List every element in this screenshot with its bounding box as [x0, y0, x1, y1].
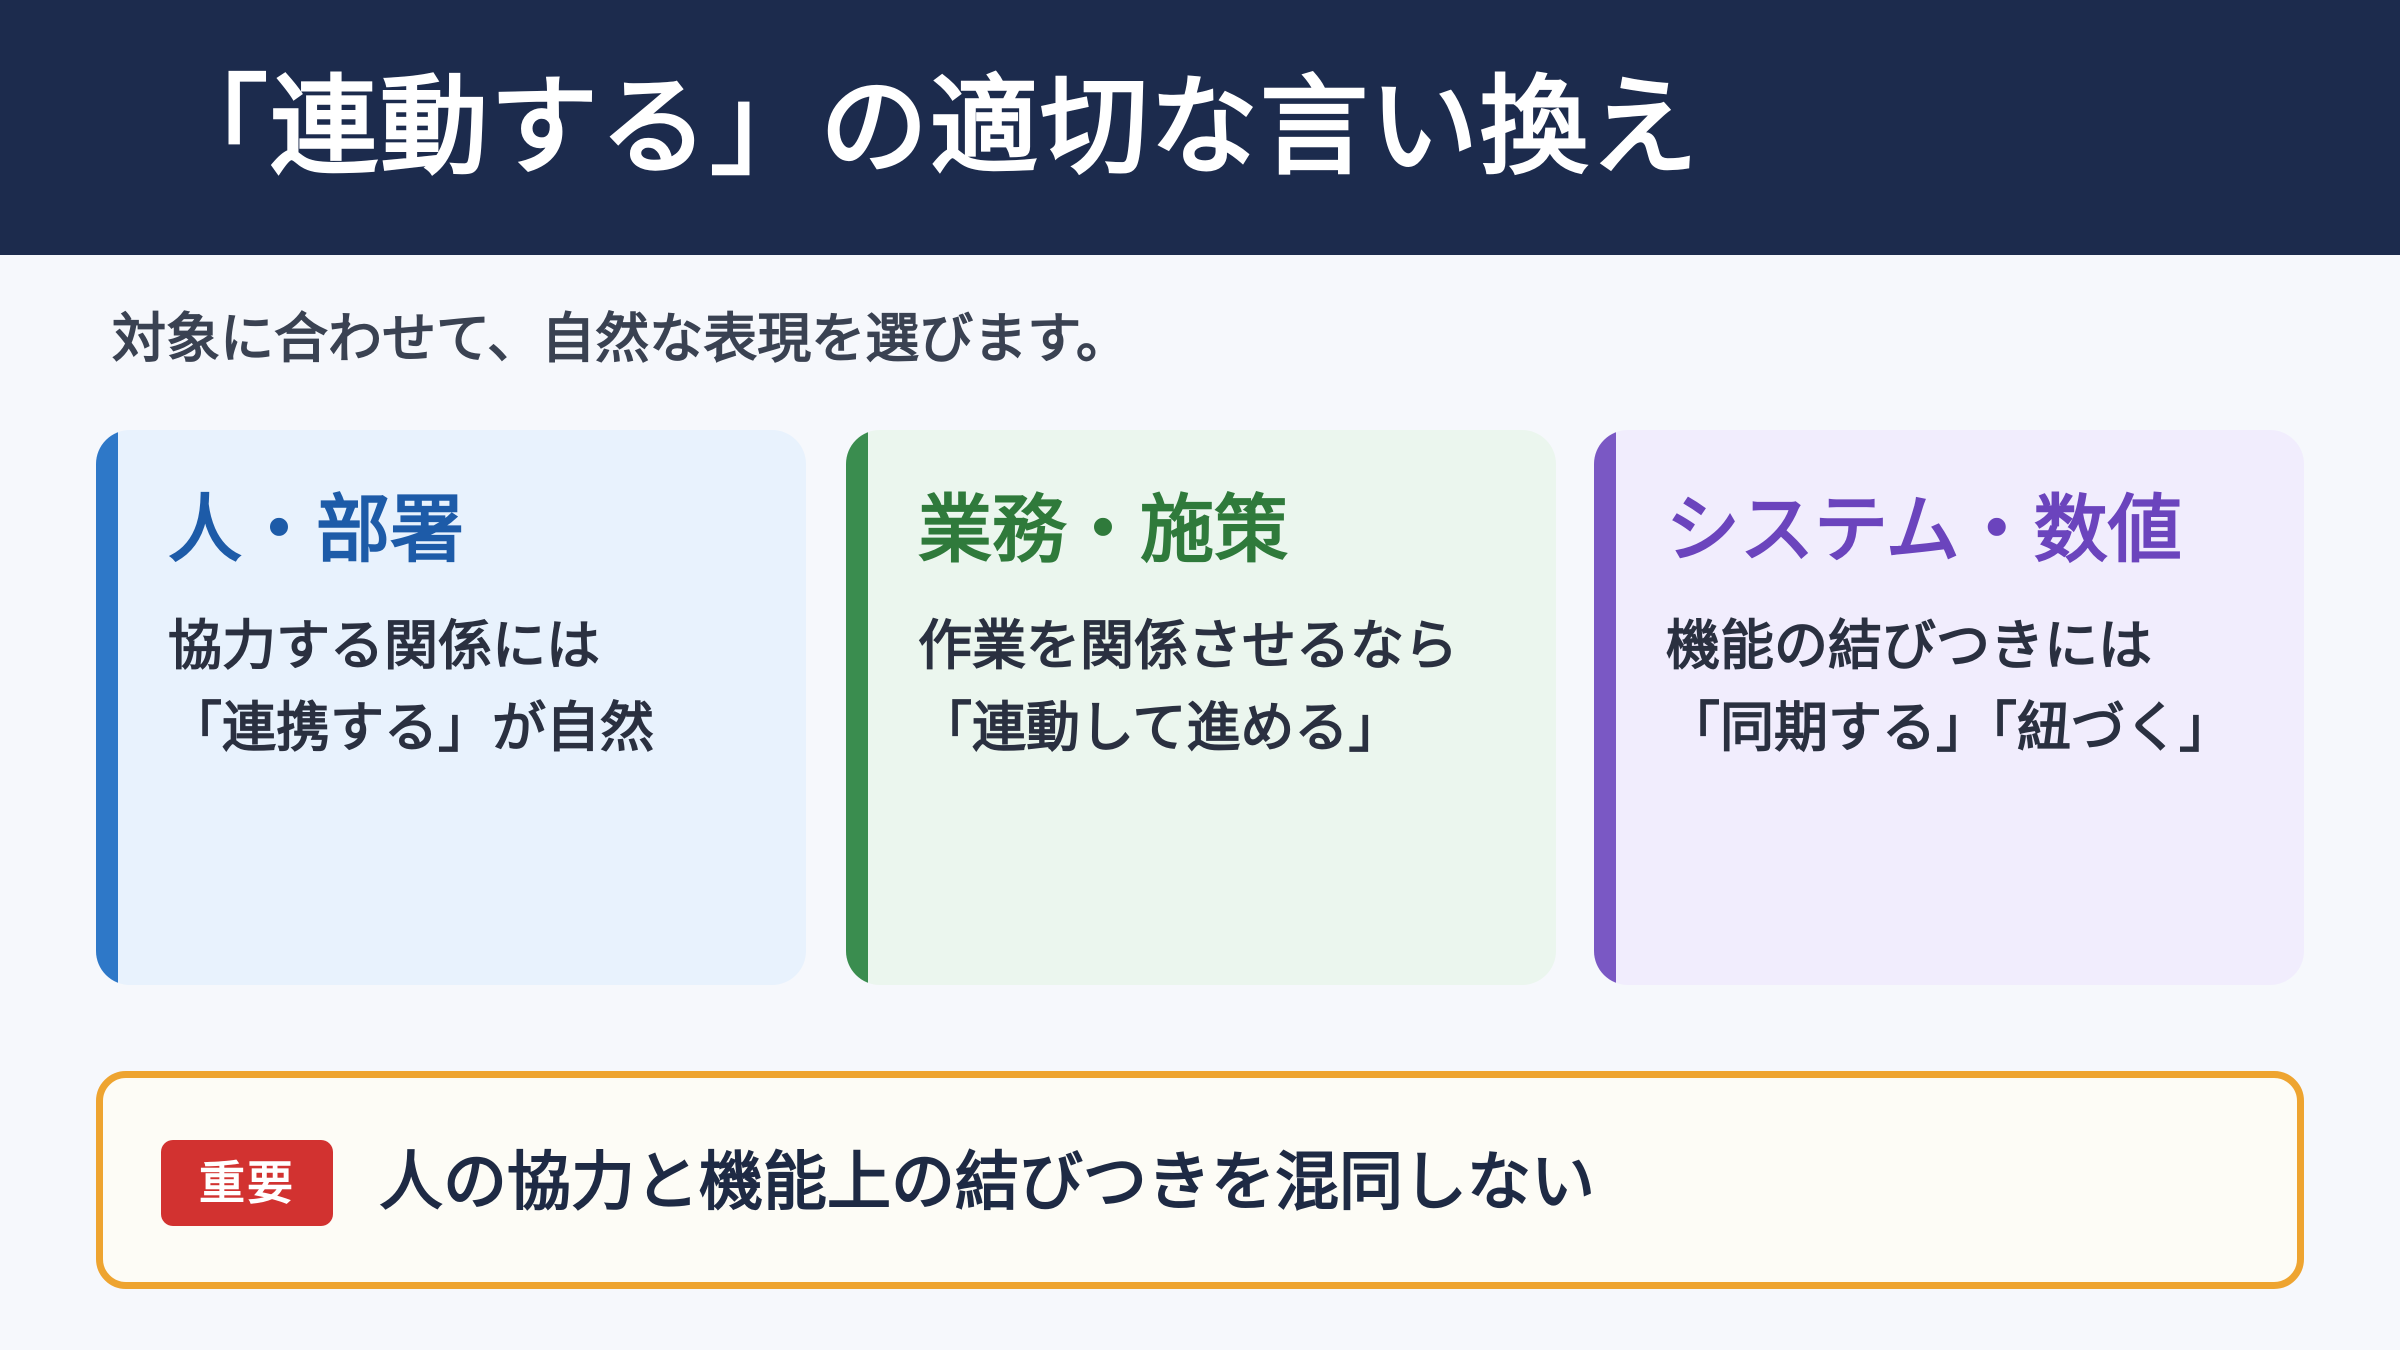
card-accent-bar: [846, 430, 868, 985]
card-system-values: システム・数値 機能の結びつきには 「同期する」「紐づく」: [1594, 430, 2304, 985]
important-note-text: 人の協力と機能上の結びつきを混同しない: [379, 1146, 1595, 1220]
card-body: 作業を関係させるなら 「連動して進める」: [918, 605, 1458, 769]
page-subtitle: 対象に合わせて、自然な表現を選びます。: [112, 307, 1130, 370]
card-body-line: 作業を関係させるなら: [918, 614, 1458, 677]
card-body: 協力する関係には 「連携する」が自然: [168, 605, 654, 769]
important-badge: 重要: [161, 1140, 333, 1226]
card-accent-bar: [96, 430, 118, 985]
card-body-line: 「連動して進める」: [918, 696, 1403, 759]
card-body: 機能の結びつきには 「同期する」「紐づく」: [1666, 605, 2233, 769]
header-bar: 「連動する」の適切な言い換え: [0, 0, 2400, 255]
card-body-line: 「同期する」「紐づく」: [1666, 696, 2233, 759]
important-note: 重要 人の協力と機能上の結びつきを混同しない: [96, 1071, 2304, 1289]
card-body-line: 機能の結びつきには: [1666, 614, 2152, 677]
card-heading: システム・数値: [1666, 487, 2182, 573]
card-accent-bar: [1594, 430, 1616, 985]
card-heading: 業務・施策: [918, 487, 1288, 573]
card-body-line: 「連携する」が自然: [168, 696, 654, 759]
card-work-measures: 業務・施策 作業を関係させるなら 「連動して進める」: [846, 430, 1556, 985]
card-body-line: 協力する関係には: [168, 614, 600, 677]
card-heading: 人・部署: [168, 487, 464, 573]
page-title: 「連動する」の適切な言い換え: [160, 65, 1701, 190]
card-people-departments: 人・部署 協力する関係には 「連携する」が自然: [96, 430, 806, 985]
